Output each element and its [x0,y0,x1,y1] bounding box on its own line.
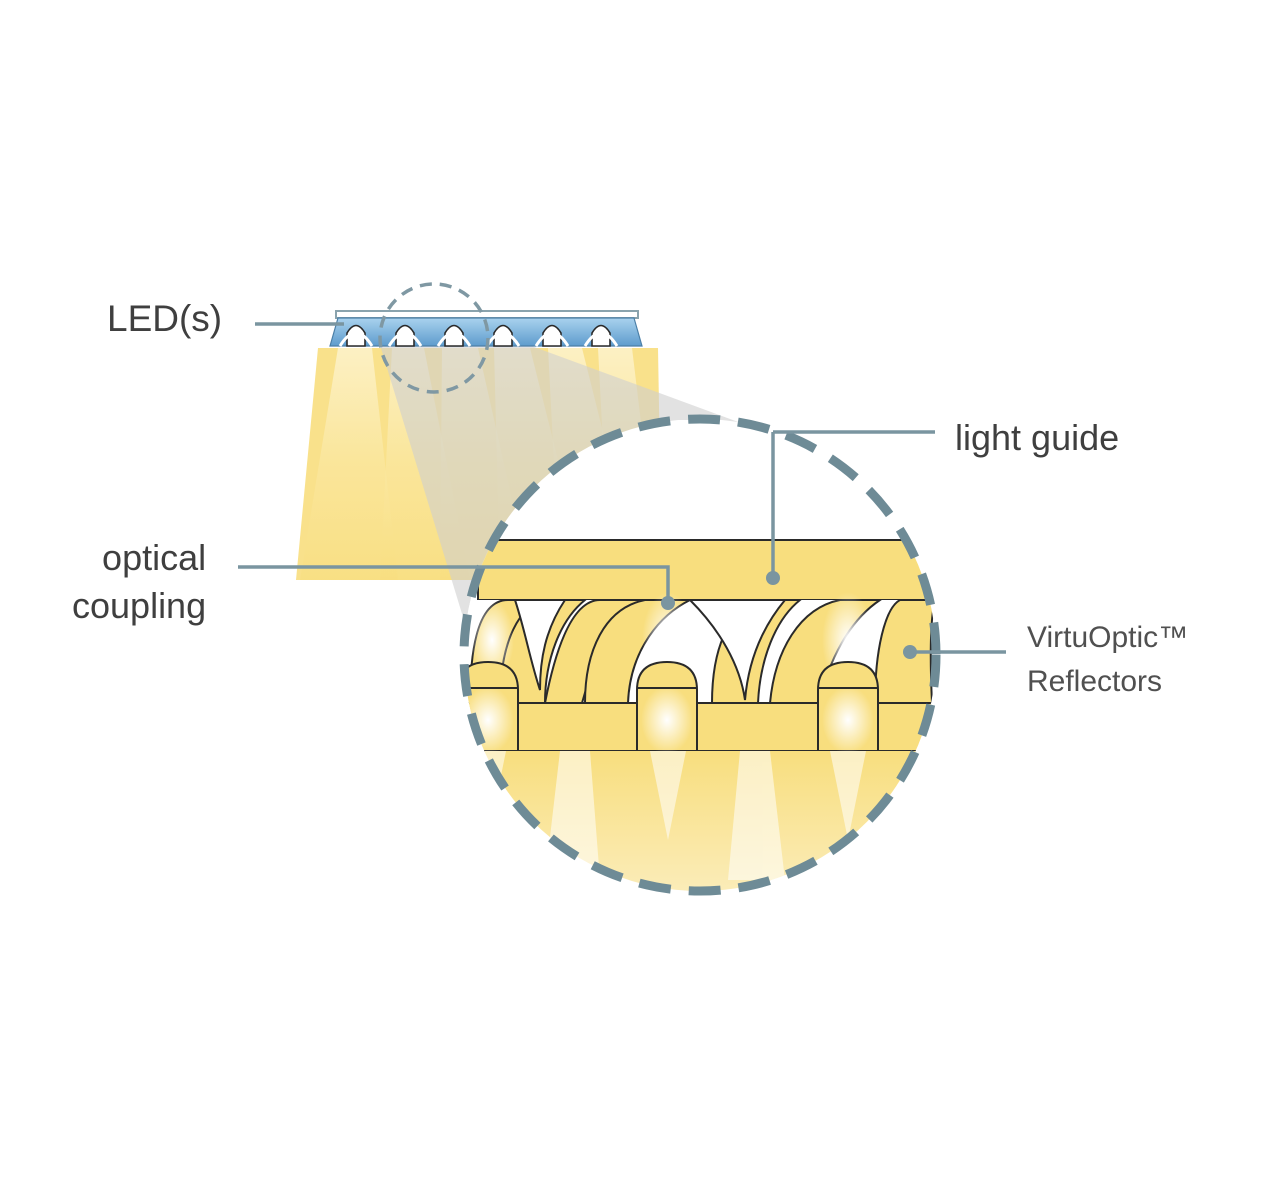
label-reflectors-line1: VirtuOptic™ [1027,621,1189,654]
small-zoom-circle [378,282,490,394]
label-optical-coupling-line2: coupling [72,585,207,626]
label-optical-coupling-line1: optical [102,537,207,578]
label-reflectors-line2: Reflectors [1027,665,1163,698]
label-reflectors: VirtuOptic™ Reflectors [1027,616,1188,704]
label-light-guide: light guide [955,417,1120,458]
leader-lines [238,322,1006,654]
label-optical-coupling: optical coupling [72,534,206,630]
leader-dots [661,571,917,659]
label-leds: LED(s) [107,298,223,339]
large-zoom-circle [459,414,941,896]
leader-optical-coupling [238,565,670,603]
leader-light-guide [771,430,935,578]
led-strip [329,310,643,347]
